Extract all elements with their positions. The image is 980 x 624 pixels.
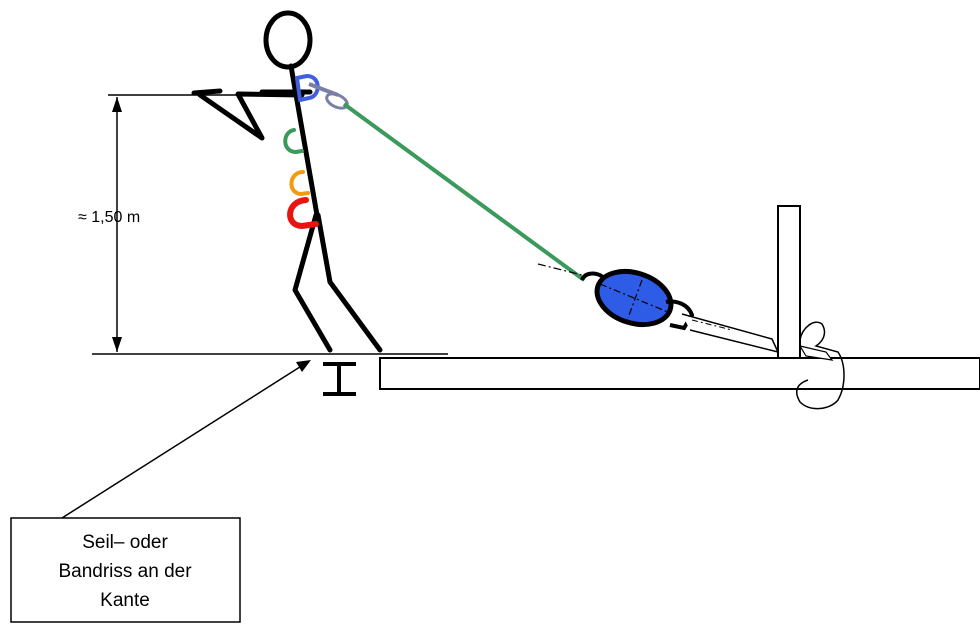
callout-box: [10, 517, 241, 623]
harness-loop-green: [283, 128, 304, 155]
i-beam-icon: [323, 362, 356, 396]
webbing-strap: [681, 313, 780, 354]
callout-line-3: Kante: [100, 590, 150, 611]
anchor-hook-inner: [798, 345, 834, 361]
callout-arrowhead: [296, 360, 311, 372]
anchor-hook-icon: [795, 321, 845, 410]
vertical-post: [777, 205, 801, 359]
height-label: ≈ 1,50 m: [78, 209, 140, 226]
callout-line-2: Bandriss an der: [58, 561, 192, 582]
edge-platform: [379, 357, 980, 390]
callout-line-1: Seil– oder: [82, 532, 168, 553]
harness-loop-red: [287, 197, 319, 230]
lanyard-rope: [342, 102, 586, 282]
harness-loop-orange: [289, 170, 310, 197]
rope-axis-dashed: [537, 263, 583, 276]
lanyard-carabiner-icon: [308, 82, 349, 110]
callout-arrow: [61, 364, 304, 519]
energy-absorber-icon: [580, 268, 695, 331]
worker-head: [263, 10, 313, 70]
worker-figure: [191, 10, 383, 353]
